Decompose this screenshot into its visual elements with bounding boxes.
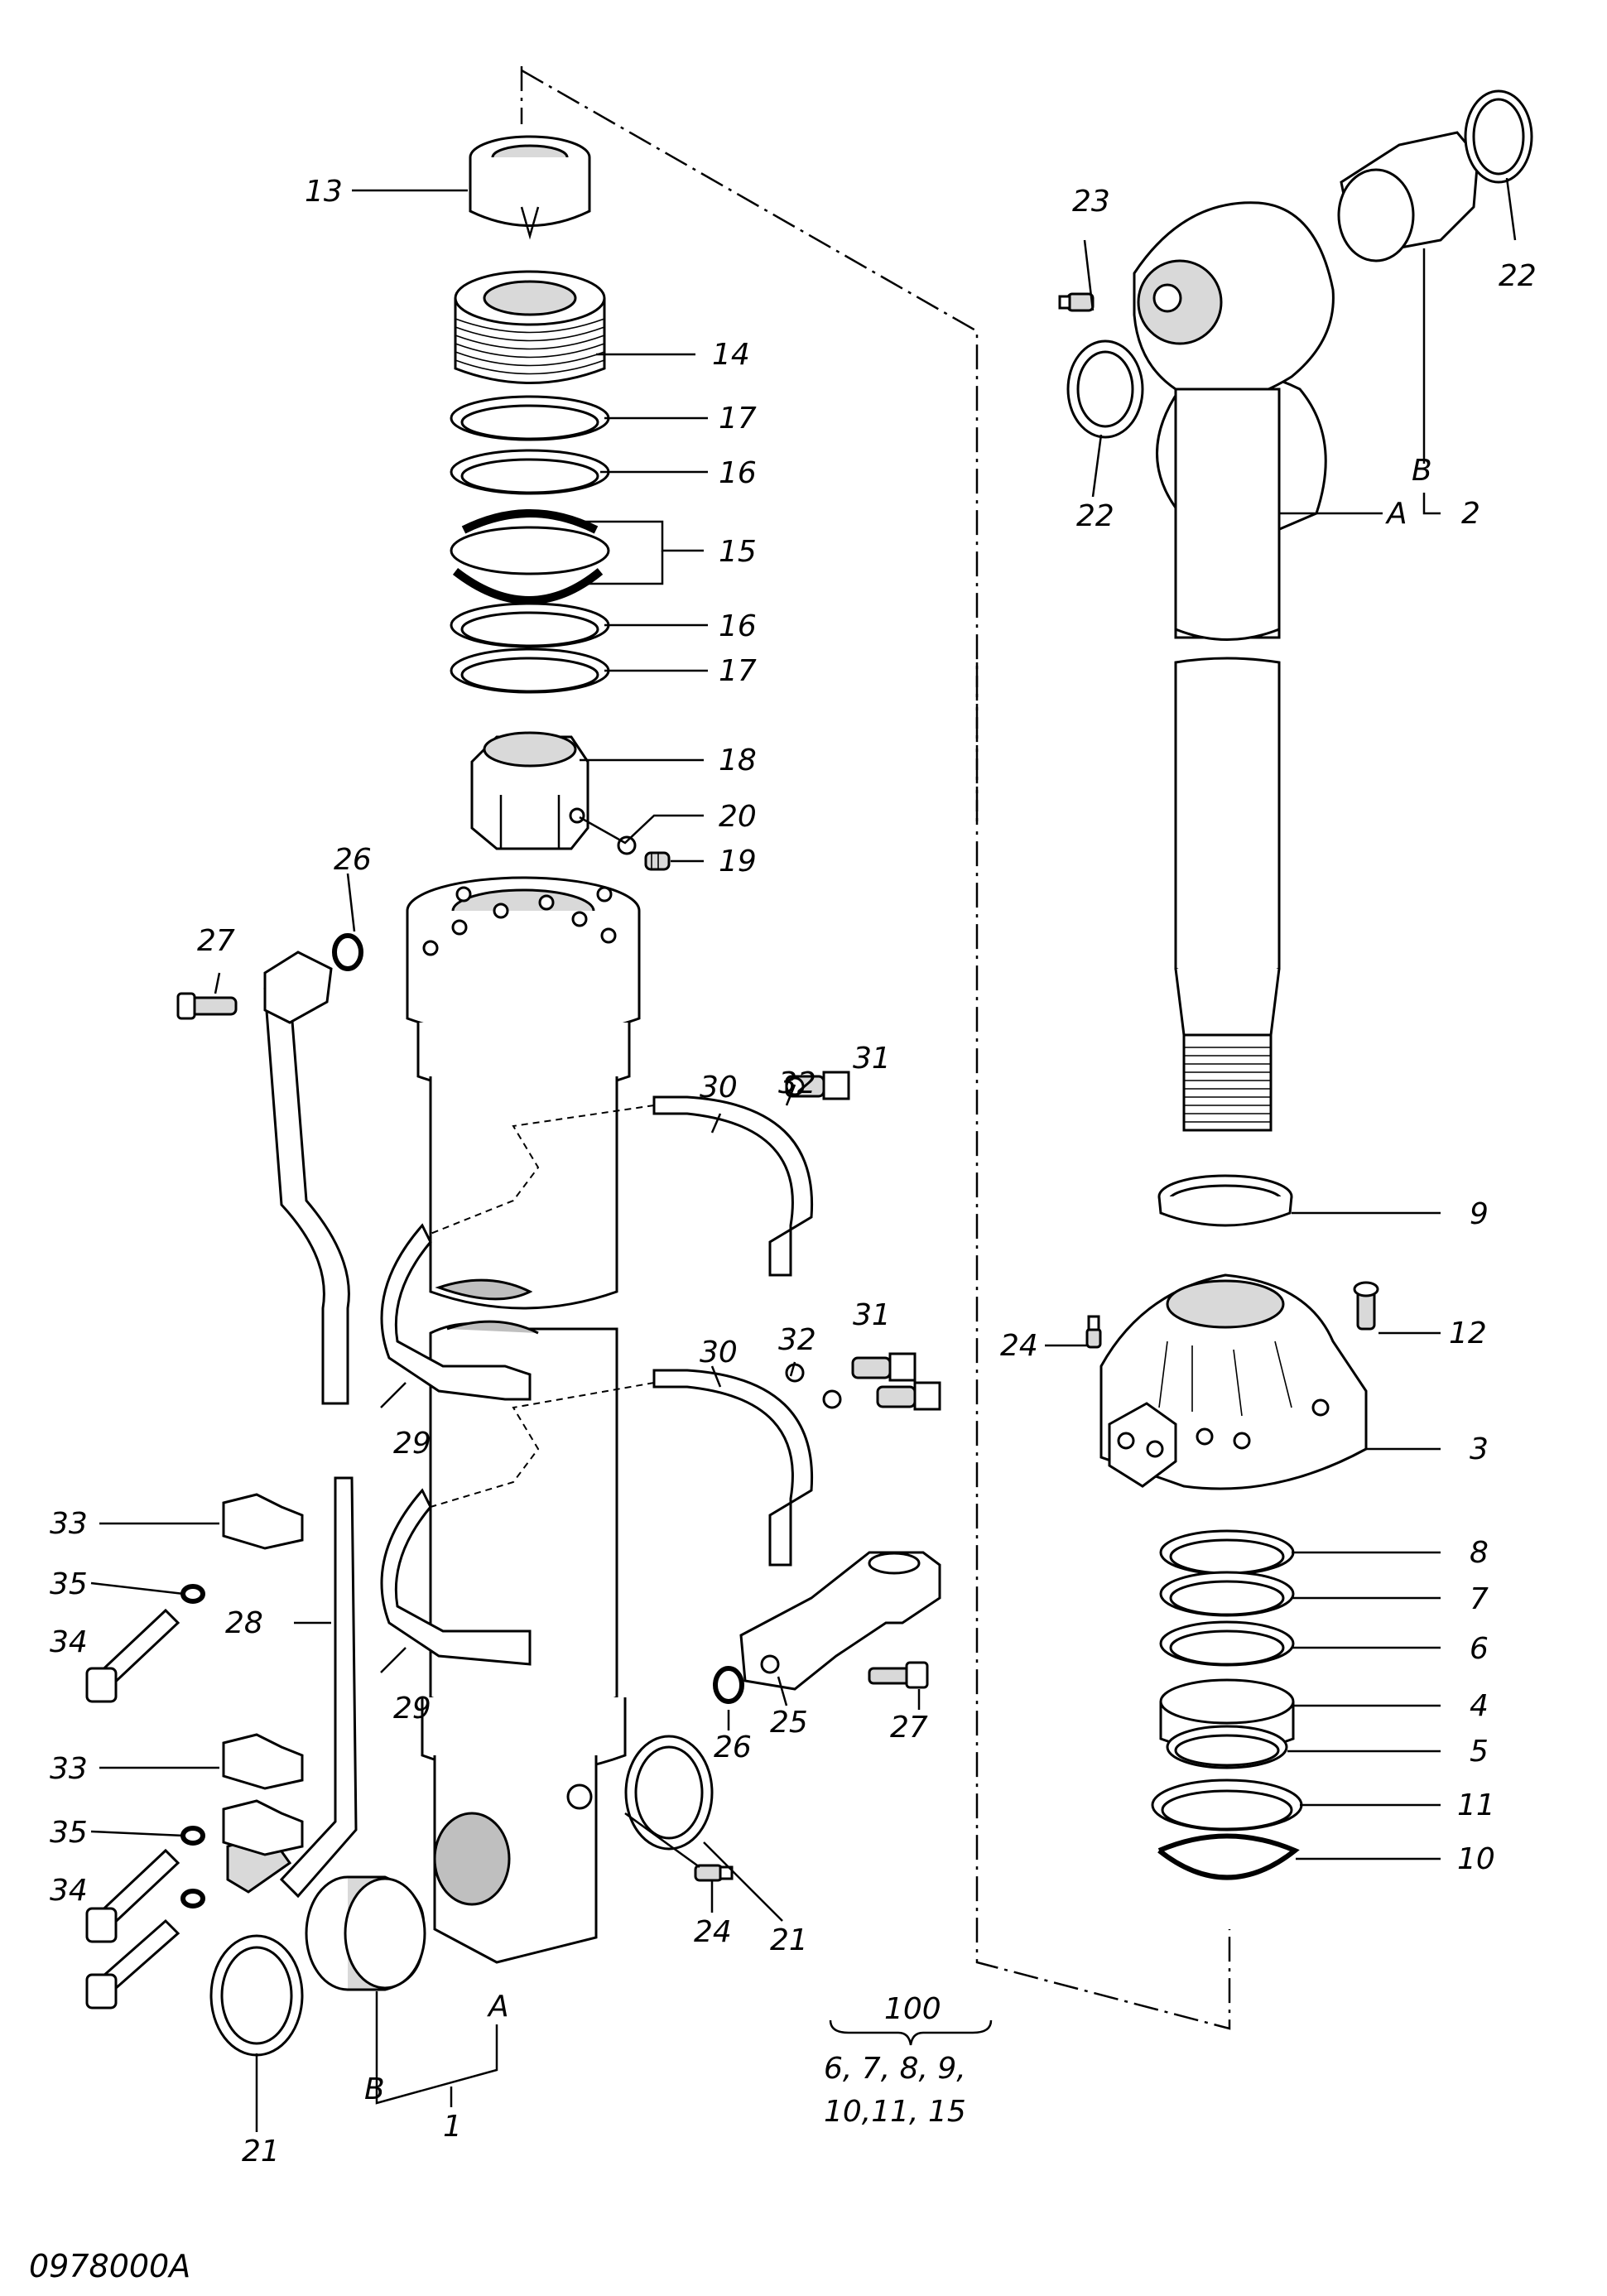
part-21-seal-right: [624, 1735, 714, 1851]
callout-32-upper: 32: [778, 1066, 816, 1100]
callout-5: 5: [1470, 1735, 1489, 1769]
ring-stack-lower: [1151, 1529, 1303, 1880]
callout-17-upper: 17: [719, 402, 757, 436]
callout-3: 3: [1470, 1432, 1489, 1466]
callout-26-lower: 26: [714, 1730, 752, 1764]
callout-22-lower: 22: [1076, 499, 1114, 533]
callout-24-lower: 24: [694, 1915, 732, 1949]
callout-labels: 13 14 17 16 15 16 17 18 20 19 26 27 30 3…: [50, 175, 1537, 2168]
part-21-bushing-left: [209, 1875, 426, 2057]
part-25-port-block: [713, 1551, 941, 1704]
callout-1: 1: [443, 2110, 462, 2144]
callout-15: 15: [719, 535, 757, 569]
seal-stack: [450, 395, 610, 694]
part-3-piston: [1085, 1273, 1379, 1490]
callout-16-upper: 16: [719, 456, 757, 490]
callout-6: 6: [1470, 1632, 1489, 1666]
callout-25: 25: [770, 1706, 808, 1740]
part-1-cylinder-tube: [406, 876, 641, 1964]
part-18-piston-nut: [470, 731, 589, 850]
part-2-piston-rod: [1058, 89, 1533, 1132]
callout-31-lower: 31: [853, 1298, 891, 1332]
drawing-code: 0978000A: [29, 2248, 190, 2284]
kit-contents-line-1: 6, 7, 8, 9,: [824, 2052, 966, 2086]
callout-26-upper: 26: [334, 843, 372, 877]
callout-4: 4: [1470, 1689, 1489, 1723]
callout-7: 7: [1470, 1582, 1489, 1616]
callout-9: 9: [1470, 1197, 1489, 1231]
part-9-ring: [1157, 1174, 1293, 1227]
kit-contents-line-2: 10,11, 15: [824, 2095, 966, 2129]
callout-35-lower: 35: [50, 1816, 88, 1850]
callout-34-upper: 34: [50, 1625, 88, 1659]
sub-label-a-rod: A: [1385, 497, 1407, 531]
clamp-set-upper: [380, 1071, 850, 1401]
callout-10: 10: [1457, 1842, 1495, 1876]
callout-17-lower: 17: [719, 654, 757, 688]
callout-18: 18: [719, 744, 757, 777]
callout-23: 23: [1072, 185, 1110, 219]
callout-22-upper: 22: [1499, 259, 1537, 293]
callout-27-upper: 27: [197, 924, 235, 958]
part-14-cylinder-head: [454, 270, 606, 384]
fitting-27-26-top: [176, 933, 363, 1024]
callout-13: 13: [305, 175, 343, 209]
callout-12: 12: [1449, 1316, 1487, 1350]
part-24-grease-fitting-tube: [694, 1864, 734, 1882]
callout-35-upper: 35: [50, 1567, 88, 1601]
clamp-set-lower: [380, 1352, 941, 1666]
part-19-set-screw: [644, 851, 671, 871]
callout-33-upper: 33: [50, 1507, 88, 1541]
callout-16-lower: 16: [719, 609, 757, 643]
callout-32-lower: 32: [778, 1323, 816, 1357]
seal-kit-note: 100 6, 7, 8, 9, 10,11, 15: [824, 1992, 966, 2129]
callout-24-upper: 24: [1000, 1329, 1038, 1363]
callout-11: 11: [1457, 1788, 1495, 1822]
sub-label-b-tube: B: [364, 2072, 385, 2106]
blocks-33-34-35: [85, 1493, 304, 2010]
callout-29-upper: 29: [393, 1427, 431, 1461]
assembly-centerlines: [520, 66, 1231, 2030]
sub-label-b-rod: B: [1412, 454, 1432, 488]
leader-lines: [90, 177, 1517, 2132]
callout-2: 2: [1461, 497, 1480, 531]
callout-19: 19: [719, 845, 757, 878]
part-13-dust-wiper: [469, 135, 591, 240]
callout-30-upper: 30: [700, 1071, 738, 1105]
callout-28: 28: [225, 1606, 263, 1640]
callout-20: 20: [719, 800, 757, 834]
kit-number: 100: [884, 1992, 941, 2026]
callout-30-lower: 30: [700, 1336, 738, 1369]
callout-27-lower: 27: [890, 1711, 928, 1745]
callout-29-lower: 29: [393, 1692, 431, 1726]
callout-14: 14: [712, 338, 750, 372]
callout-8: 8: [1470, 1536, 1489, 1570]
callout-31-upper: 31: [853, 1042, 891, 1076]
sub-label-a-tube: A: [487, 1990, 509, 2024]
callout-21-left: 21: [242, 2135, 280, 2168]
callout-21-right: 21: [770, 1923, 808, 1957]
callout-33-lower: 33: [50, 1752, 88, 1786]
callout-34-lower: 34: [50, 1874, 88, 1908]
